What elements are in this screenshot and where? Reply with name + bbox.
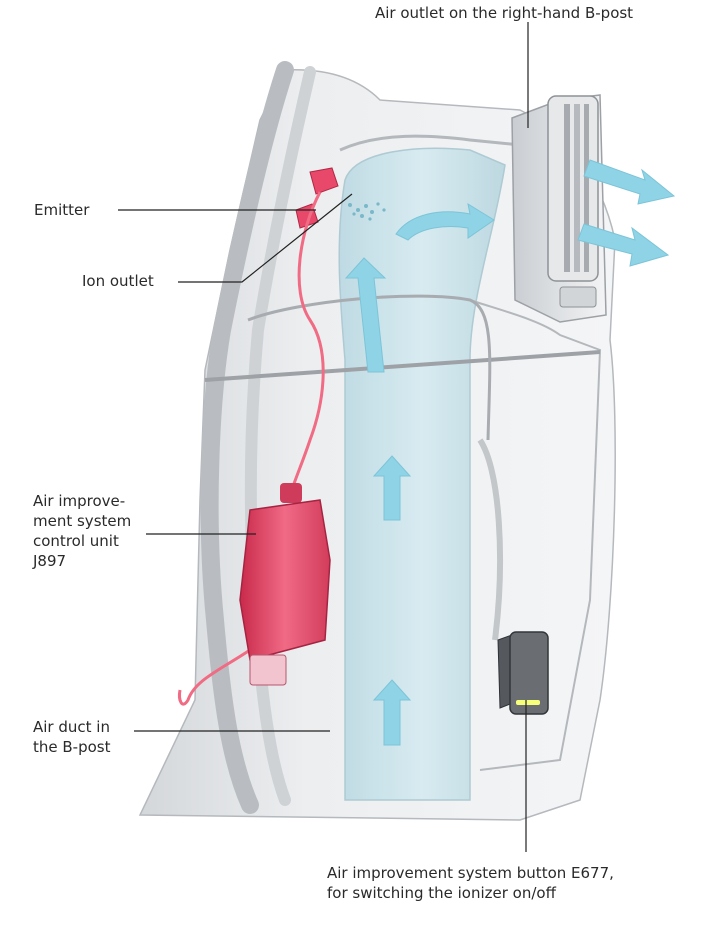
label-air-duct: Air duct in the B-post <box>33 717 110 757</box>
label-emitter: Emitter <box>34 200 89 220</box>
label-ion-outlet: Ion outlet <box>82 271 154 291</box>
label-control-unit: Air improve- ment system control unit J8… <box>33 491 131 571</box>
b-post-air-outlet <box>512 95 606 322</box>
air-improvement-button <box>498 632 548 714</box>
label-button: Air improvement system button E677, for … <box>327 863 614 903</box>
label-b-post-air-outlet: Air outlet on the right-hand B-post <box>375 3 633 23</box>
